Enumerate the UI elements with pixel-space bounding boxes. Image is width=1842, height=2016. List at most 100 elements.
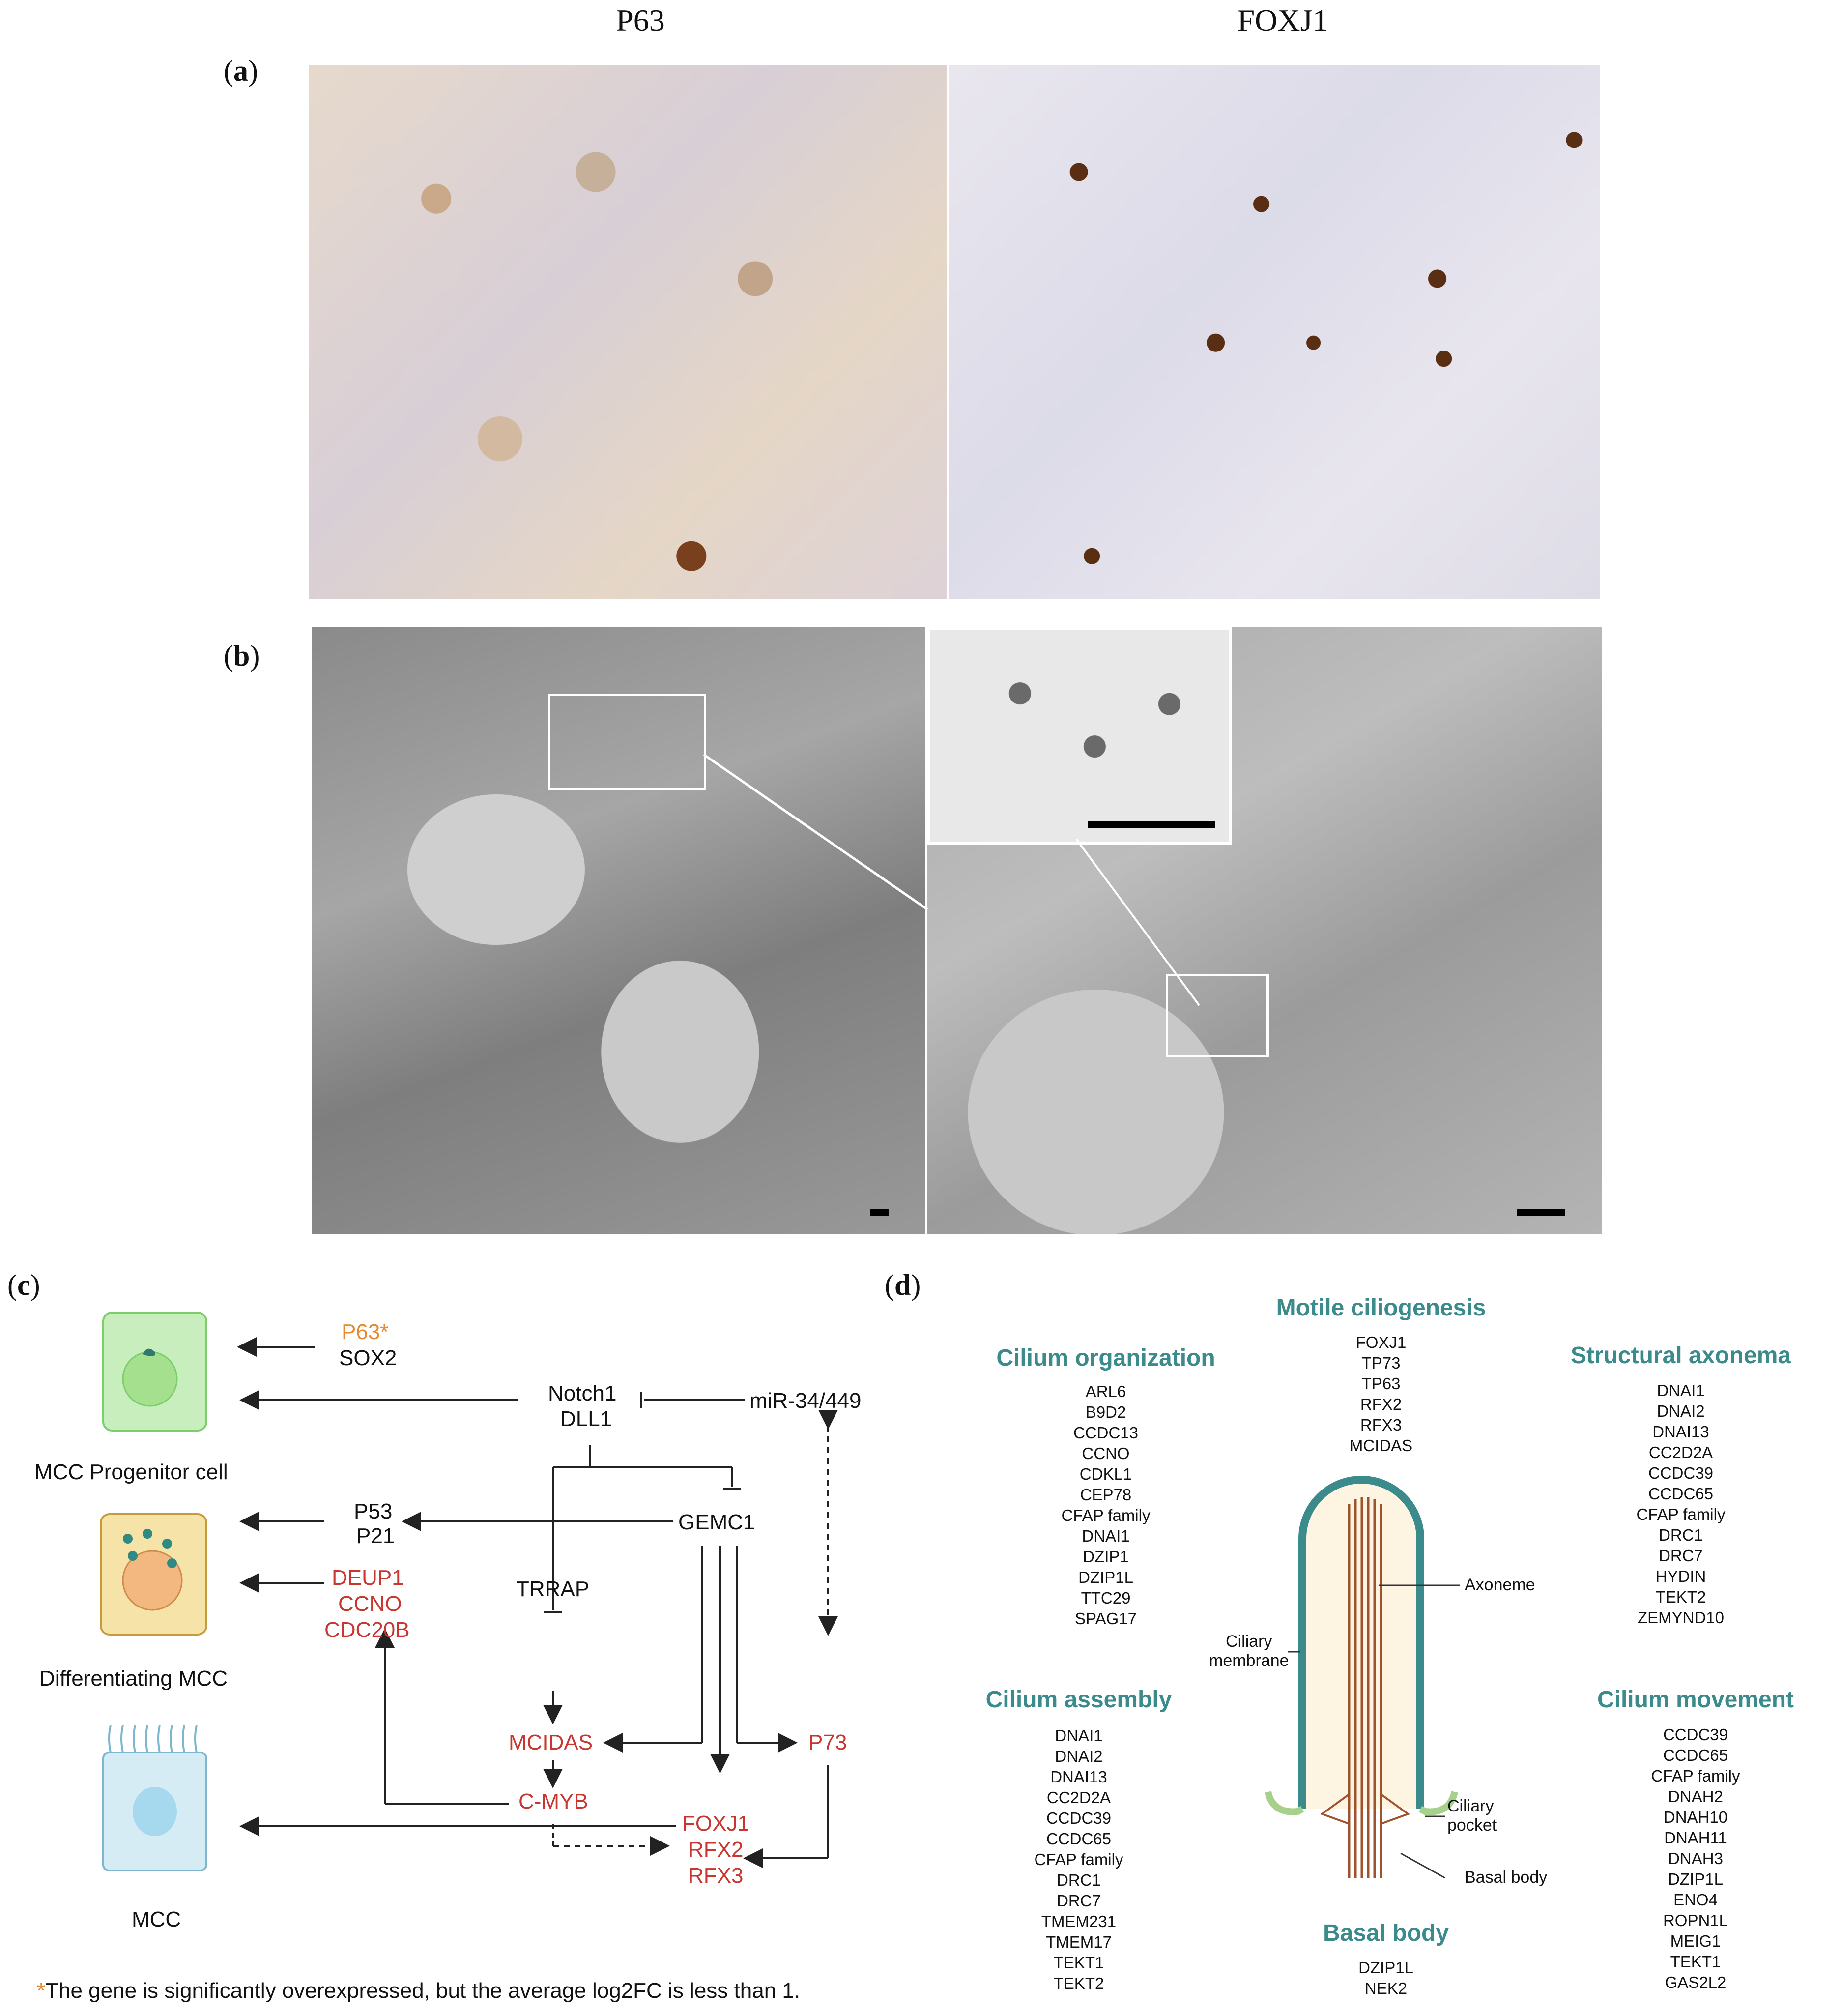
gene-item: HYDIN [1655,1567,1706,1585]
gene-item: CC2D2A [1648,1443,1713,1461]
gene-item: DNAH3 [1668,1849,1723,1868]
gene-item: DNAH10 [1663,1808,1728,1826]
footnote-star: * [37,1979,46,2003]
gene-item: DRC7 [1057,1892,1101,1910]
gene-item: CCNO [1082,1444,1130,1462]
panel-a-label: (a) [224,55,258,87]
gene-item: RFX3 [1360,1416,1402,1434]
scale-bar [1517,1209,1565,1216]
gene-p53: P53 [354,1499,393,1523]
heading-cilium-movement: Cilium movement [1597,1687,1794,1713]
gene-item: CFAP family [1034,1850,1123,1869]
gene-item: DRC1 [1659,1526,1703,1544]
panel-d-label: (d) [885,1269,921,1301]
gene-item: DNAI2 [1657,1402,1705,1420]
gene-item: TEKT1 [1053,1954,1104,1972]
gene-item: CC2D2A [1046,1788,1111,1807]
gene-item: DNAI1 [1055,1726,1103,1745]
gene-item: TMEM231 [1041,1912,1117,1930]
gene-item: CCDC65 [1648,1485,1714,1503]
gene-item: DZIP1L [1668,1870,1723,1888]
cilium-diagram [1265,1476,1460,1879]
heading-basal-body: Basal body [1323,1920,1449,1946]
label-ciliary-membrane: Ciliary membrane [1209,1632,1289,1670]
gene-item: TTC29 [1081,1589,1131,1607]
gene-list-motile-ciliogenesis: FOXJ1 TP73 TP63 RFX2 RFX3 MCIDAS [1307,1332,1455,1456]
column-header-foxj1: FOXJ1 [1237,3,1328,38]
differentiating-cell-icon [100,1513,207,1636]
gene-mcidas: MCIDAS [509,1730,593,1754]
gene-item: CFAP family [1061,1506,1151,1524]
gene-rfx2: RFX2 [688,1838,744,1862]
gene-list-cilium-organization: ARL6 B9D2 CCDC13 CCNO CDKL1 CEP78 CFAP f… [1032,1381,1180,1629]
gene-item: DNAI1 [1657,1381,1705,1400]
gene-item: ZEMYND10 [1637,1608,1725,1627]
gene-p63: P63* [342,1320,389,1344]
zoom-box-inner [1166,974,1269,1057]
gene-item: DNAI13 [1652,1423,1709,1441]
gene-ccno: CCNO [338,1592,402,1616]
gene-deup1: DEUP1 [332,1566,404,1590]
gene-item: CCDC65 [1046,1830,1112,1848]
panel-c-label: (c) [7,1269,40,1301]
ihc-image-foxj1 [949,65,1600,599]
footnote: *The gene is significantly overexpressed… [37,1979,800,2003]
tem-inset [927,627,1232,845]
gene-list-basal-body: DZIP1L NEK2 [1312,1958,1460,1999]
label-axoneme: Axoneme [1465,1576,1535,1594]
gene-item: TEKT2 [1655,1588,1706,1606]
gene-item: DNAI2 [1055,1747,1103,1765]
label-ciliary-pocket: Ciliary pocket [1447,1797,1497,1835]
heading-motile-ciliogenesis: Motile ciliogenesis [1276,1295,1486,1321]
gene-item: DNAH11 [1664,1829,1727,1847]
gene-item: MCIDAS [1349,1436,1413,1455]
gene-item: B9D2 [1085,1403,1126,1421]
gene-item: ENO4 [1673,1891,1718,1909]
gene-foxj1: FOXJ1 [682,1811,749,1836]
gene-gemc1: GEMC1 [678,1510,755,1534]
progenitor-cell-icon [102,1312,207,1432]
label-mcc: MCC [132,1907,181,1931]
gene-item: MEIG1 [1670,1932,1721,1950]
label-mcc-progenitor: MCC Progenitor cell [34,1460,228,1484]
scale-bar [1088,821,1215,828]
gene-item: ARL6 [1085,1382,1126,1401]
gene-item: DRC1 [1057,1871,1101,1889]
ihc-image-p63 [309,65,947,599]
heading-cilium-organization: Cilium organization [996,1345,1215,1371]
column-header-p63: P63 [616,3,665,38]
zoom-box [548,694,706,790]
gene-item: RFX2 [1360,1395,1402,1413]
gene-item: SPAG17 [1075,1609,1137,1628]
gene-item: DRC7 [1659,1547,1703,1565]
gene-item: CFAP family [1636,1505,1726,1523]
gene-item: DZIP1L [1078,1568,1133,1586]
gene-item: ROPN1L [1663,1911,1728,1929]
gene-item: CCDC39 [1648,1464,1714,1482]
gene-item: CCDC13 [1073,1424,1139,1442]
gene-cmyb: C-MYB [518,1789,588,1813]
gene-p73: P73 [808,1730,847,1754]
scale-bar [870,1209,889,1216]
gene-item: CCDC39 [1046,1809,1112,1827]
gene-notch1: Notch1 [548,1381,617,1405]
gene-item: DNAI13 [1050,1768,1107,1786]
gene-item: GAS2L2 [1665,1973,1727,1991]
tem-image-overview [312,627,925,1234]
gene-item: CCDC65 [1663,1746,1728,1764]
gene-item: CFAP family [1651,1767,1740,1785]
gene-item: TEKT1 [1670,1953,1721,1971]
gene-sox2: SOX2 [339,1346,397,1370]
gene-mir: miR-34/449 [749,1389,862,1413]
gene-item: TEKT2 [1053,1974,1104,1992]
gene-dll1: DLL1 [560,1407,612,1431]
gene-item: DNAI1 [1082,1527,1130,1545]
gene-p21: P21 [356,1524,395,1548]
gene-trrap: TRRAP [516,1577,590,1601]
gene-list-cilium-movement: CCDC39 CCDC65 CFAP family DNAH2 DNAH10 D… [1622,1724,1769,1993]
gene-item: TMEM17 [1046,1933,1112,1951]
gene-item: CCDC39 [1663,1725,1728,1744]
mcc-cell-icon [102,1725,207,1871]
label-basal-body: Basal body [1465,1868,1548,1887]
panel-b-label: (b) [224,640,260,672]
